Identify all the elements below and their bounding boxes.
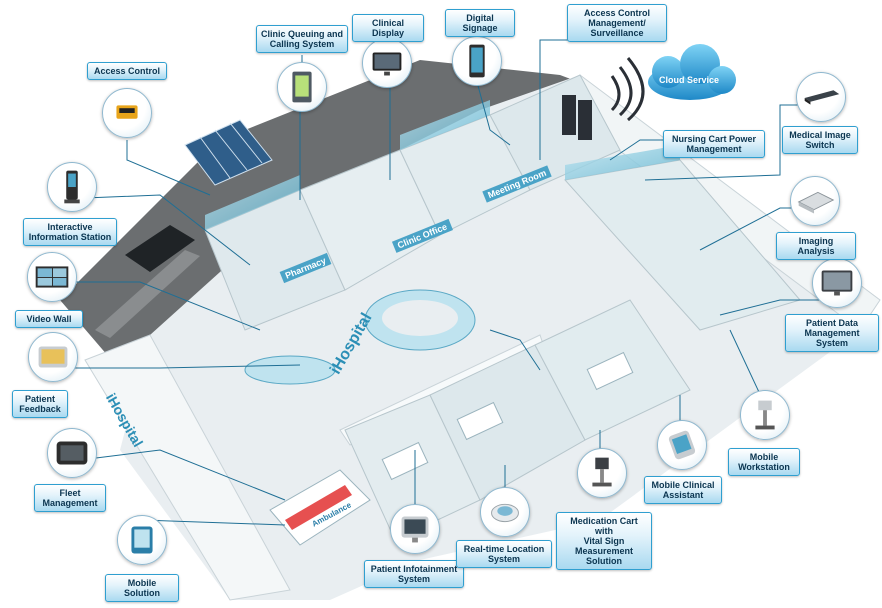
patient-feedback-label: Patient Feedback [12, 390, 68, 418]
car [125, 225, 195, 272]
video-wall-icon [27, 252, 77, 302]
clinical-display-label: Clinical Display [352, 14, 424, 42]
access-control-icon [102, 88, 152, 138]
waiting-desk [244, 355, 336, 385]
glass-wall-3 [565, 145, 680, 180]
medication-cart-icon [577, 448, 627, 498]
solar-panel [184, 119, 273, 186]
patient-data-label: Patient Data Management System [785, 314, 879, 352]
realtime-location-label: Real-time Location System [456, 540, 552, 568]
clinic-queuing-label: Clinic Queuing and Calling System [256, 25, 348, 53]
patient-feedback-icon [28, 332, 78, 382]
fleet-management-icon [47, 428, 97, 478]
medical-image-switch-icon [796, 72, 846, 122]
mobile-solution-icon [117, 515, 167, 565]
patient-data-icon [812, 258, 862, 308]
reception-inner [382, 300, 458, 336]
access-surveillance-label: Access Control Management/ Surveillance [567, 4, 667, 42]
interactive-station-icon [47, 162, 97, 212]
medical-image-switch-label: Medical Image Switch [782, 126, 858, 154]
street-marking [95, 250, 200, 338]
patient-infotainment-label: Patient Infotainment System [364, 560, 464, 588]
mobile-workstation-icon [740, 390, 790, 440]
digital-signage-label: Digital Signage [445, 9, 515, 37]
glass-wall-1 [205, 175, 300, 230]
medication-cart-label: Medication Cart with Vital Sign Measurem… [556, 512, 652, 570]
interactive-station-label: Interactive Information Station [23, 218, 117, 246]
bed-3 [586, 351, 634, 391]
mobile-clinical-label: Mobile Clinical Assistant [644, 476, 722, 504]
server-rack-2 [578, 100, 592, 140]
bed-1 [381, 441, 429, 481]
mobile-workstation-label: Mobile Workstation [728, 448, 800, 476]
video-wall-label: Video Wall [15, 310, 83, 328]
cloud-service-shape [648, 44, 736, 100]
fleet-management-label: Fleet Management [34, 484, 106, 512]
front-wall-left [84, 334, 291, 601]
bed-2 [456, 401, 504, 441]
server-rack-1 [562, 95, 576, 135]
nursing-cart-label: Nursing Cart Power Management [663, 130, 765, 158]
digital-signage-icon [452, 36, 502, 86]
mobile-clinical-icon [657, 420, 707, 470]
glass-wall-2 [400, 100, 490, 150]
realtime-location-icon [480, 487, 530, 537]
imaging-analysis-label: Imaging Analysis [776, 232, 856, 260]
imaging-analysis-icon [790, 176, 840, 226]
cloud-service-text: Cloud Service [658, 75, 720, 85]
patient-infotainment-icon [390, 504, 440, 554]
mobile-solution-label: Mobile Solution [105, 574, 179, 602]
clinic-queuing-icon [277, 62, 327, 112]
clinical-display-icon [362, 38, 412, 88]
wifi-signal [610, 57, 645, 122]
access-control-label: Access Control [87, 62, 167, 80]
